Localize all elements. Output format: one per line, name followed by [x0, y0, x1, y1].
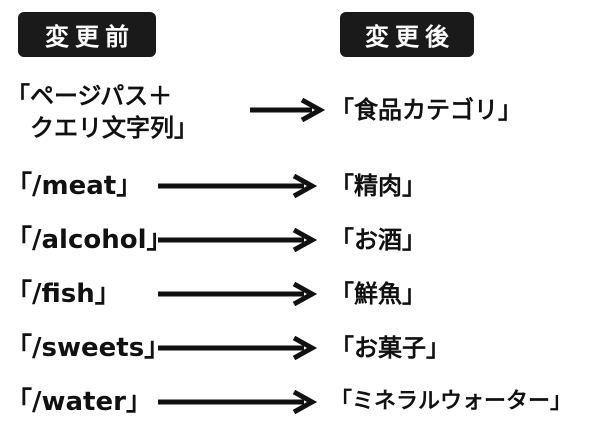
target-label: 「鮮魚」 — [330, 280, 426, 308]
arrow-right-icon — [158, 282, 318, 306]
target-label: 「お酒」 — [330, 226, 426, 254]
target-label: 「ミネラルウォーター」 — [330, 389, 573, 414]
target-label: 「精肉」 — [330, 172, 426, 200]
header-before: 変更前 — [18, 12, 156, 57]
header-before-label: 変更前 — [45, 23, 135, 51]
source-label: 「/meat」 — [6, 171, 143, 201]
arrow-right-icon — [158, 228, 318, 252]
source-label: 「ページパス＋ クエリ文字列」 — [6, 82, 198, 142]
target-label: 「お菓子」 — [330, 334, 450, 362]
mapping-row: 「/fish」 「鮮魚」 — [0, 278, 600, 314]
mapping-row: 「/meat」 「精肉」 — [0, 170, 600, 206]
arrow-right-icon — [158, 174, 318, 198]
arrow-right-icon — [158, 390, 318, 414]
source-label: 「/alcohol」 — [6, 225, 173, 255]
mapping-row: 「ページパス＋ クエリ文字列」 「食品カテゴリ」 — [0, 78, 600, 148]
header-after-label: 変更後 — [365, 23, 455, 51]
source-label: 「/fish」 — [6, 279, 121, 309]
source-label: 「/water」 — [6, 387, 152, 417]
mapping-row: 「/sweets」 「お菓子」 — [0, 332, 600, 368]
header-after: 変更後 — [340, 12, 474, 57]
mapping-row: 「/water」 「ミネラルウォーター」 — [0, 386, 600, 422]
target-label: 「食品カテゴリ」 — [330, 96, 522, 124]
source-label: 「/sweets」 — [6, 333, 171, 363]
mapping-row: 「/alcohol」 「お酒」 — [0, 224, 600, 260]
arrow-right-icon — [158, 336, 318, 360]
arrow-right-icon — [250, 98, 326, 122]
